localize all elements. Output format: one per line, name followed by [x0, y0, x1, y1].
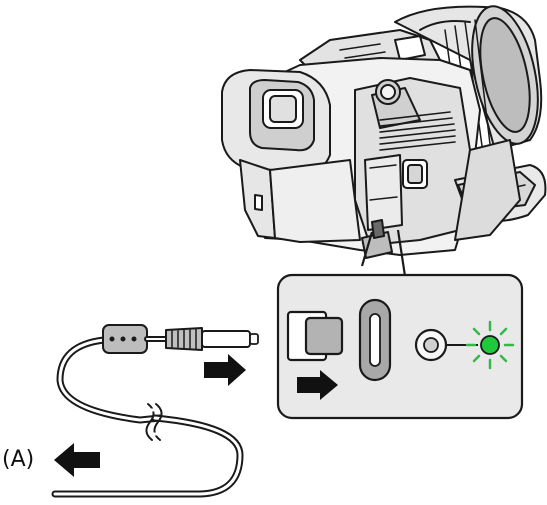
- zoom-panel: [276, 273, 524, 420]
- insert-arrow: [297, 370, 338, 400]
- cable-end-label: (A): [2, 447, 35, 472]
- charge-led-lit: [465, 320, 515, 370]
- direction-arrow: [54, 443, 100, 477]
- push-arrow: [204, 354, 246, 386]
- camcorder-illustration: [221, 5, 547, 259]
- callout-pointer: [360, 229, 407, 277]
- usb-cable: [51, 324, 259, 498]
